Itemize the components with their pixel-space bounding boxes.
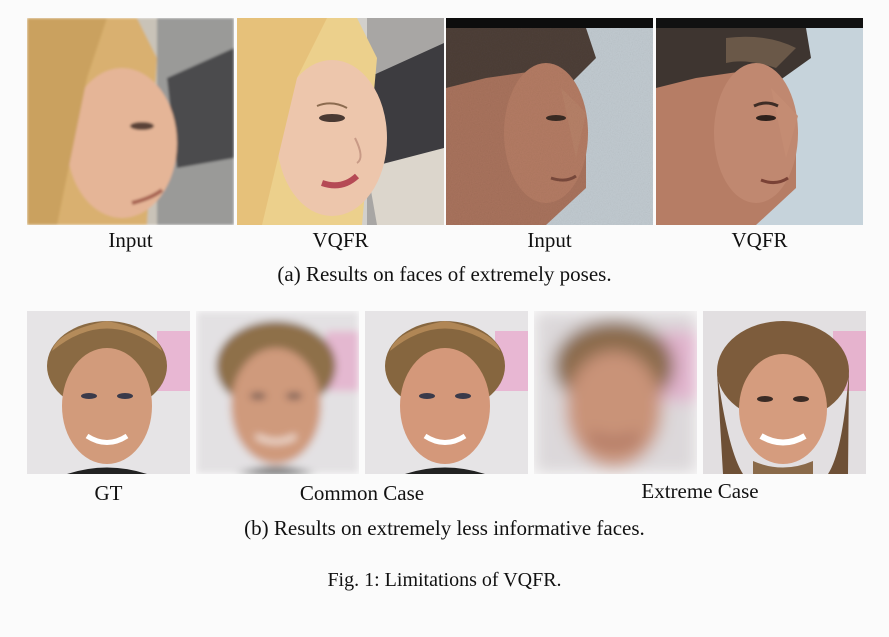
caption-b: (b) Results on extremely less informativ… (244, 516, 645, 540)
extreme-case-label: Extreme Case (641, 479, 759, 503)
blonde-vqfr-image (237, 18, 444, 225)
common-case-label: Common Case (299, 481, 425, 505)
vqfr-label-2: VQFR (731, 228, 788, 252)
figure-caption: Fig. 1: Limitations of VQFR. (327, 569, 562, 591)
extreme-lq-image (534, 311, 697, 474)
input-label-2: Input (527, 228, 572, 252)
common-lq-image (196, 311, 359, 474)
gt-label: GT (94, 481, 123, 505)
blonde-input-image (27, 18, 234, 225)
extreme-vqfr-image (703, 311, 866, 474)
gt-image (27, 311, 190, 474)
man-input-image (446, 18, 653, 225)
common-vqfr-image (365, 311, 528, 474)
vqfr-label-1: VQFR (312, 228, 369, 252)
man-vqfr-image (656, 18, 863, 225)
caption-a: (a) Results on faces of extremely poses. (277, 262, 612, 286)
input-label-1: Input (108, 228, 153, 252)
